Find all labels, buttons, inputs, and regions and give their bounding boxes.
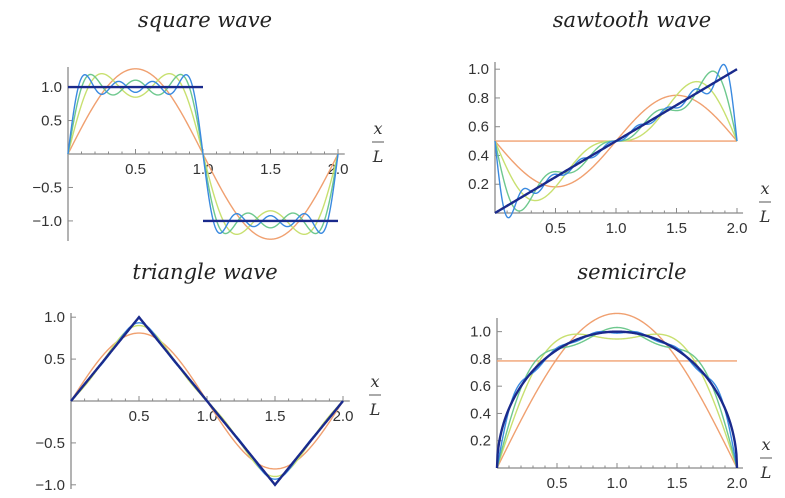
- panel-title: semicircle: [577, 260, 686, 284]
- x-axis-label-numerator: x: [370, 372, 379, 391]
- x-tick-label: 2.0: [727, 475, 748, 492]
- panel-sawtooth: sawtooth wave 0.5 1.0 1.5 2.0 0.2 0.4 0.6 0.8 1.0…: [468, 8, 771, 237]
- y-tick-label: 0.8: [468, 90, 489, 107]
- y-tick-label: −1.0: [35, 477, 65, 494]
- y-tick-label: 1.0: [41, 79, 62, 96]
- y-tick-label: 1.0: [468, 61, 489, 78]
- x-tick-label: 0.5: [125, 161, 146, 178]
- y-tick-label: 0.2: [470, 433, 491, 450]
- exact-function-curve: [494, 68, 738, 215]
- x-tick-label: 0.5: [129, 408, 150, 425]
- x-tick-label: 0.5: [547, 475, 568, 492]
- y-tick-label: 0.6: [470, 378, 491, 395]
- x-axis-label-denominator: L: [759, 207, 771, 226]
- panel-title: sawtooth wave: [553, 8, 711, 32]
- y-tick-label: 0.2: [468, 176, 489, 193]
- x-tick-label: 1.0: [607, 475, 628, 492]
- x-tick-label: 2.0: [333, 408, 354, 425]
- y-tick-label: 1.0: [44, 309, 65, 326]
- y-tick-label: 0.5: [44, 351, 65, 368]
- y-tick-label: 0.4: [468, 147, 489, 164]
- x-axis-label-numerator: x: [761, 435, 770, 454]
- x-tick-label: 1.5: [265, 408, 286, 425]
- y-tick-label: 0.6: [468, 119, 489, 136]
- y-tick-label: 1.0: [470, 324, 491, 341]
- exact-function-curve: [495, 330, 739, 469]
- x-tick-label: 1.0: [606, 220, 627, 237]
- panel-semicircle: semicircle 0.5 1.0 1.5 2.0 0.2 0.4 0.6 0.8 1.0 xL: [470, 260, 772, 492]
- x-axis-label-denominator: L: [760, 463, 772, 482]
- x-axis-label-denominator: L: [369, 400, 381, 419]
- x-axis-label-denominator: L: [372, 147, 384, 166]
- x-axis-label-numerator: x: [760, 179, 769, 198]
- partial-sum-curve: [496, 333, 738, 469]
- partial-sum-curve: [496, 330, 738, 469]
- panel-triangle: triangle wave 0.5 1.0 1.5 2.0 1.0 0.5 −0.5 −1.0 x…: [35, 260, 381, 494]
- y-tick-label: 0.5: [41, 113, 62, 130]
- partial-sum-curve: [67, 74, 339, 234]
- x-tick-label: 1.5: [666, 220, 687, 237]
- y-tick-label: −0.5: [35, 435, 65, 452]
- x-tick-label: 0.5: [545, 220, 566, 237]
- y-tick-label: −1.0: [32, 213, 62, 230]
- x-tick-label: 1.0: [197, 408, 218, 425]
- exact-function-curve: [70, 315, 344, 487]
- y-tick-label: 0.8: [470, 351, 491, 368]
- y-tick-label: 0.4: [470, 405, 491, 422]
- y-tick-label: −0.5: [32, 179, 62, 196]
- panel-title: triangle wave: [132, 260, 277, 284]
- partial-sum-curve: [496, 312, 738, 469]
- x-axis-label-numerator: x: [373, 119, 382, 138]
- partial-sum-curve: [496, 326, 738, 469]
- x-tick-label: 2.0: [727, 220, 748, 237]
- x-tick-label: 1.5: [667, 475, 688, 492]
- panel-title: square wave: [138, 8, 272, 32]
- x-tick-label: 1.5: [260, 161, 281, 178]
